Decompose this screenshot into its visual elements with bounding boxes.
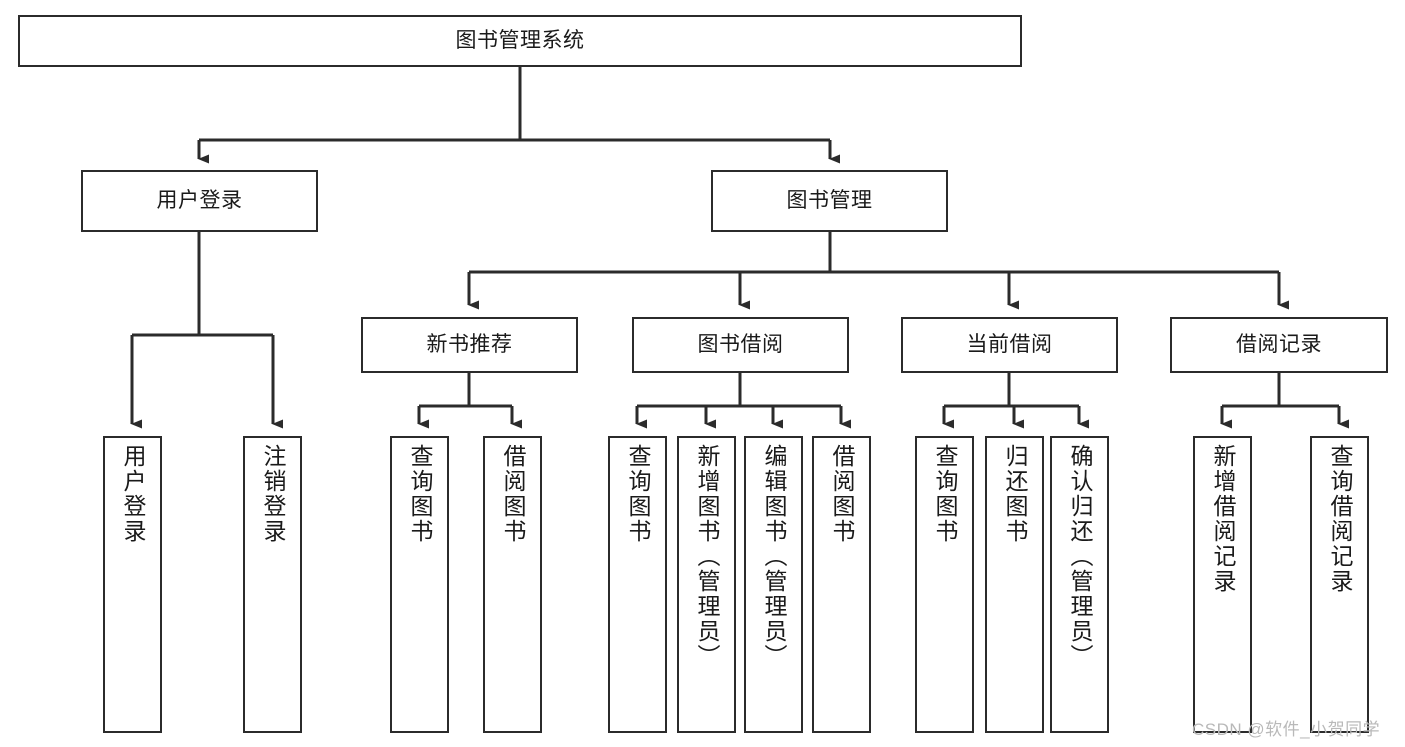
node-label: 新增借阅记录 xyxy=(1210,444,1236,594)
node-label: 查询图书 xyxy=(407,444,433,544)
node-leaf-query-borrow-record[interactable]: 查询借阅记录 xyxy=(1310,436,1369,733)
node-label: 查询图书 xyxy=(625,444,651,544)
node-label: 图书借阅 xyxy=(697,332,784,356)
node-leaf-edit-book-admin[interactable]: 编辑图书（管理员） xyxy=(744,436,803,733)
node-borrow-record[interactable]: 借阅记录 xyxy=(1170,317,1388,373)
node-leaf-borrow-book-recommend[interactable]: 借阅图书 xyxy=(483,436,542,733)
node-label: 编辑图书（管理员） xyxy=(761,444,787,669)
node-root-book-management-system[interactable]: 图书管理系统 xyxy=(18,15,1022,67)
node-label: 查询图书 xyxy=(932,444,958,544)
node-leaf-add-book-admin[interactable]: 新增图书（管理员） xyxy=(677,436,736,733)
node-label: 归还图书 xyxy=(1002,444,1028,544)
node-leaf-add-borrow-record[interactable]: 新增借阅记录 xyxy=(1193,436,1252,733)
node-label: 新增图书（管理员） xyxy=(694,444,720,669)
watermark-text: CSDN @软件_小贺同学 xyxy=(1192,720,1381,739)
node-leaf-logout[interactable]: 注销登录 xyxy=(243,436,302,733)
node-leaf-return-book[interactable]: 归还图书 xyxy=(985,436,1044,733)
node-book-management[interactable]: 图书管理 xyxy=(711,170,948,232)
node-label: 当前借阅 xyxy=(966,332,1053,356)
node-leaf-confirm-return-admin[interactable]: 确认归还（管理员） xyxy=(1050,436,1109,733)
node-label: 用户登录 xyxy=(156,188,243,212)
node-user-login[interactable]: 用户登录 xyxy=(81,170,318,232)
node-label: 借阅图书 xyxy=(829,444,855,544)
node-book-borrow[interactable]: 图书借阅 xyxy=(632,317,849,373)
node-leaf-query-book-current[interactable]: 查询图书 xyxy=(915,436,974,733)
node-label: 查询借阅记录 xyxy=(1327,444,1353,594)
node-leaf-user-login[interactable]: 用户登录 xyxy=(103,436,162,733)
node-label: 注销登录 xyxy=(260,444,286,544)
node-label: 新书推荐 xyxy=(426,332,513,356)
node-label: 用户登录 xyxy=(120,444,146,544)
node-leaf-query-book-recommend[interactable]: 查询图书 xyxy=(390,436,449,733)
node-label: 借阅记录 xyxy=(1236,332,1322,356)
node-label: 确认归还（管理员） xyxy=(1067,444,1093,669)
node-label: 图书管理 xyxy=(786,188,873,212)
node-leaf-query-book-borrow[interactable]: 查询图书 xyxy=(608,436,667,733)
node-label: 借阅图书 xyxy=(500,444,526,544)
node-current-borrow[interactable]: 当前借阅 xyxy=(901,317,1118,373)
node-new-book-recommend[interactable]: 新书推荐 xyxy=(361,317,578,373)
node-leaf-borrow-book[interactable]: 借阅图书 xyxy=(812,436,871,733)
node-label: 图书管理系统 xyxy=(455,28,585,52)
